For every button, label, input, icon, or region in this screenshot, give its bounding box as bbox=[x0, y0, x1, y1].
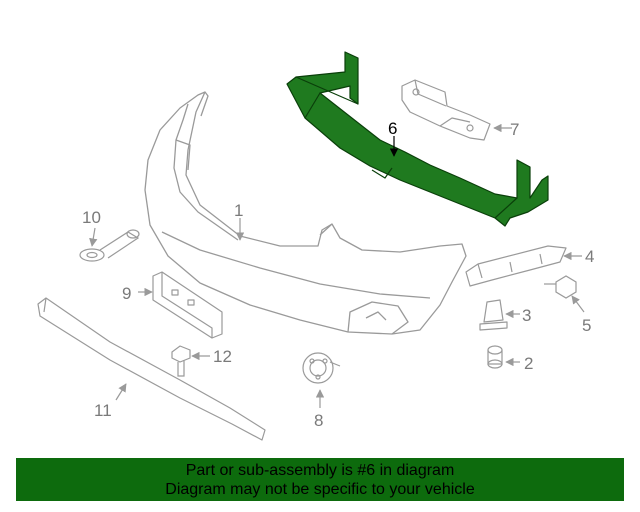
callout-2: 2 bbox=[524, 354, 533, 373]
side-bracket-part-4 bbox=[465, 245, 567, 287]
notice-banner: Part or sub-assembly is #6 in diagram Di… bbox=[16, 458, 624, 501]
callout-3: 3 bbox=[522, 306, 531, 325]
bracket-part-7 bbox=[401, 79, 491, 141]
banner-line-disclaimer: Diagram may not be specific to your vehi… bbox=[165, 481, 475, 498]
plate-part-9 bbox=[152, 271, 223, 339]
callout-labels: 1 2 3 4 5 6 7 8 9 10 11 12 bbox=[82, 119, 594, 430]
callout-11: 11 bbox=[94, 401, 112, 420]
callout-9: 9 bbox=[122, 284, 131, 303]
callout-12: 12 bbox=[213, 347, 232, 366]
callout-1: 1 bbox=[234, 201, 243, 220]
lower-strip-part-11 bbox=[37, 297, 266, 441]
tow-hook-part bbox=[79, 229, 140, 262]
callout-6: 6 bbox=[388, 119, 397, 138]
callout-8: 8 bbox=[314, 411, 323, 430]
leader-lines bbox=[89, 123, 585, 408]
bumper-reinforcement-part bbox=[286, 51, 549, 227]
parts-diagram: 1 2 3 4 5 6 7 8 9 10 11 12 bbox=[37, 51, 594, 441]
round-part-8 bbox=[302, 352, 341, 384]
callout-4: 4 bbox=[585, 247, 594, 266]
callout-10: 10 bbox=[82, 208, 101, 227]
bolt-part-5 bbox=[544, 275, 577, 299]
clip-part-3 bbox=[479, 299, 508, 331]
bolt-part-12 bbox=[171, 345, 191, 377]
banner-line-part: Part or sub-assembly is #6 in diagram bbox=[185, 462, 455, 479]
plug-part-2 bbox=[487, 345, 503, 369]
callout-7: 7 bbox=[510, 120, 519, 139]
bumper-cover-part bbox=[144, 91, 467, 335]
callout-5: 5 bbox=[582, 316, 591, 335]
